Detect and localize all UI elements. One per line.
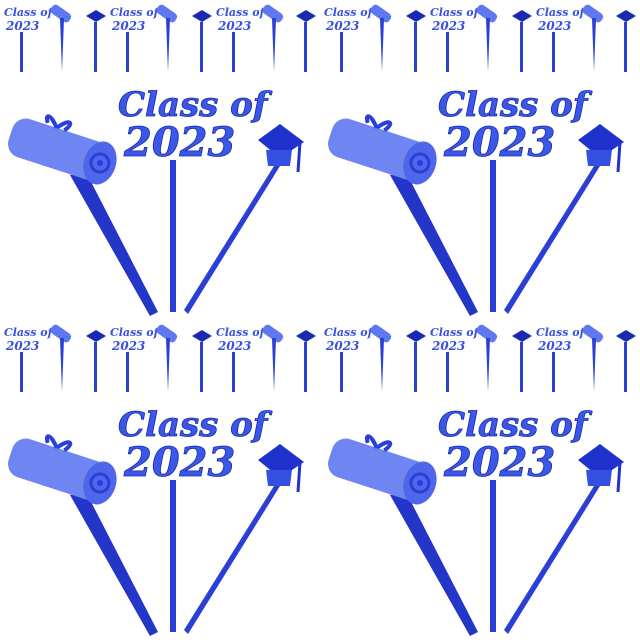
svg-text:2023: 2023 [443, 439, 555, 486]
large-toppers: Class of 2023 [320, 80, 640, 320]
svg-text:Class of: Class of [216, 326, 267, 339]
svg-text:2023: 2023 [537, 19, 571, 33]
svg-text:2023: 2023 [431, 339, 465, 353]
mini-sign: Class of 2023 [536, 326, 587, 392]
svg-text:Class of: Class of [110, 6, 161, 19]
svg-text:2023: 2023 [431, 19, 465, 33]
svg-text:Class of: Class of [4, 326, 55, 339]
svg-text:Class of: Class of [324, 326, 375, 339]
quadrant-top-left: Class of 2023 Class of 2023 [0, 0, 320, 320]
quadrant-bottom-left: Class of 2023 Class of 2023 [0, 320, 320, 640]
diploma-scroll-icon [328, 114, 478, 316]
svg-text:Class of: Class of [536, 326, 587, 339]
mini-scroll-icon [262, 324, 284, 392]
class-of-2023-sign-icon: Class of 2023 [118, 85, 273, 312]
mini-toppers-strip: Class of 2023 Class of 2023 [320, 0, 640, 80]
mini-cap-icon [512, 10, 532, 72]
svg-text:2023: 2023 [111, 339, 145, 353]
mini-sign: Class of 2023 [4, 6, 55, 72]
sign-line2: 2023 [123, 119, 235, 166]
mini-cap-icon [296, 10, 316, 72]
mini-scroll-icon [156, 4, 178, 72]
mini-sign: Class of 2023 [430, 6, 481, 72]
mini-sign: Class of 2023 [110, 326, 161, 392]
mini-cap-icon [406, 330, 426, 392]
svg-text:2023: 2023 [325, 19, 359, 33]
mini-cap-icon [512, 330, 532, 392]
mini-cap-icon [296, 330, 316, 392]
quadrant-top-right: Class of 2023 Class of 2023 [320, 0, 640, 320]
mini-sign: Class of 2023 [430, 326, 481, 392]
large-toppers: Class of 2023 [0, 80, 320, 320]
mini-sign: Class of 2023 [536, 6, 587, 72]
mini-scroll-icon [50, 4, 72, 72]
mini-scroll-icon [262, 4, 284, 72]
svg-text:2023: 2023 [217, 19, 251, 33]
mini-scroll-icon [476, 324, 498, 392]
mini-cap-icon [86, 10, 106, 72]
svg-text:2023: 2023 [123, 439, 235, 486]
mini-toppers-strip: Class of 2023 Class of 2023 [0, 0, 320, 80]
mini-cap-icon [192, 10, 212, 72]
large-toppers-svg: Class of 2023 [8, 85, 304, 316]
mini-sign: Class of 2023 [216, 6, 267, 72]
mini-toppers-svg: Class of 2023 Class of 2023 [4, 4, 316, 72]
class-of-2023-sign-icon: Class of 2023 [438, 405, 593, 632]
mini-scroll-icon [582, 324, 604, 392]
mini-scroll-icon [50, 324, 72, 392]
svg-text:2023: 2023 [111, 19, 145, 33]
mini-scroll-icon [370, 324, 392, 392]
svg-text:Class of: Class of [430, 326, 481, 339]
diploma-scroll-icon [8, 434, 158, 636]
large-toppers: Class of 2023 [0, 400, 320, 640]
mini-scroll-icon [476, 4, 498, 72]
mini-sign-line1: Class of [4, 6, 55, 19]
mini-scroll-icon [582, 4, 604, 72]
svg-text:Class of: Class of [536, 6, 587, 19]
mini-cap-icon [192, 330, 212, 392]
mini-toppers-strip: Class of 2023 Class of 2023 [0, 320, 320, 400]
svg-text:2023: 2023 [217, 339, 251, 353]
mini-sign-line2: 2023 [5, 19, 39, 33]
svg-text:2023: 2023 [5, 339, 39, 353]
class-of-2023-sign-icon: Class of 2023 [118, 405, 273, 632]
graduation-cap-icon [504, 124, 624, 314]
mini-cap-icon [616, 10, 636, 72]
svg-text:Class of: Class of [324, 6, 375, 19]
diploma-scroll-icon [8, 114, 158, 316]
svg-text:Class of: Class of [110, 326, 161, 339]
graduation-cap-icon [184, 124, 304, 314]
svg-text:Class of: Class of [438, 85, 593, 125]
mini-cap-icon [406, 10, 426, 72]
mini-toppers-strip: Class of 2023 Class of 2023 [320, 320, 640, 400]
svg-text:2023: 2023 [325, 339, 359, 353]
quadrant-bottom-right: Class of 2023 Class of 2023 [320, 320, 640, 640]
mini-sign: Class of 2023 [4, 326, 55, 392]
svg-text:Class of: Class of [118, 405, 273, 445]
mini-cap-icon [86, 330, 106, 392]
class-of-2023-sign-icon: Class of 2023 [438, 85, 593, 312]
graduation-cap-icon [184, 444, 304, 634]
mini-cap-icon [616, 330, 636, 392]
mini-sign: Class of 2023 [216, 326, 267, 392]
svg-text:Class of: Class of [430, 6, 481, 19]
sign-line1: Class of [118, 85, 273, 125]
graduation-cap-icon [504, 444, 624, 634]
mini-sign: Class of 2023 [110, 6, 161, 72]
mini-sign: Class of 2023 [324, 326, 375, 392]
large-toppers: Class of 2023 [320, 400, 640, 640]
svg-text:2023: 2023 [537, 339, 571, 353]
svg-text:Class of: Class of [438, 405, 593, 445]
mini-scroll-icon [370, 4, 392, 72]
svg-text:Class of: Class of [216, 6, 267, 19]
svg-text:2023: 2023 [443, 119, 555, 166]
mini-scroll-icon [156, 324, 178, 392]
mini-sign: Class of 2023 [324, 6, 375, 72]
diploma-scroll-icon [328, 434, 478, 636]
